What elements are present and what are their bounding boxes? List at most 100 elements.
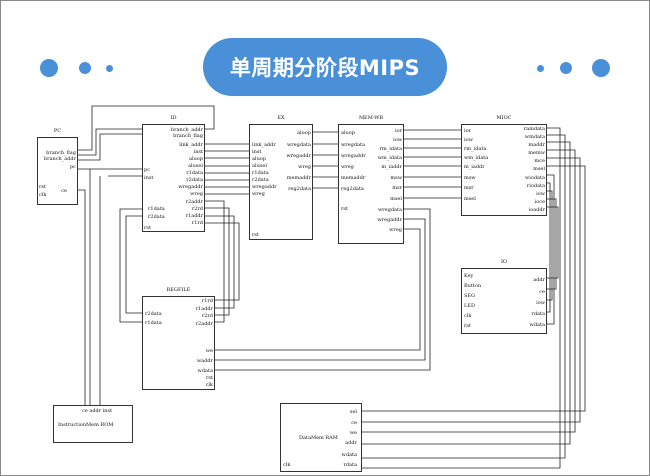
mioc-port-ioaddr: ioaddr [528, 207, 545, 213]
ex-port-wreg-in: wreg [252, 191, 265, 197]
mioc-block: MIOC ior iow rm_idata wm_idata m_iaddr m… [461, 115, 547, 216]
memwb-port-msel: msel [390, 196, 402, 202]
memwb-port-iow: iow [393, 137, 402, 143]
ram-title: DataMem RAM [299, 435, 338, 441]
io-port-button: Button [464, 283, 482, 289]
rom-title: InstructionMem ROM [58, 422, 114, 428]
id-port-r2addr: r2addr [185, 199, 203, 205]
regfile-port-r2data: r2data [145, 311, 162, 317]
ex-port-wregaddr-in: wregaddr [252, 184, 277, 190]
regfile-port-wdata: wdata [197, 368, 213, 374]
id-port-alusel: alusel [188, 163, 203, 169]
ex-block: EX link_addr inst aluop alusel r1data r2… [249, 115, 313, 240]
regfile-port-r1rd: r1rd [201, 298, 213, 304]
memwb-port-memaddr: memaddr [341, 175, 366, 181]
id-port-inst-out: inst [193, 149, 203, 155]
id-port-wregaddr: wregaddr [178, 184, 203, 190]
memwb-port-ior: ior [395, 128, 402, 134]
id-port-pc: pc [144, 167, 151, 173]
ram-port-wdata: wdata [341, 452, 357, 458]
mioc-port-maddr: maddr [528, 142, 545, 148]
ram-port-ce: ce [351, 420, 357, 426]
io-title: IO [500, 259, 508, 265]
io-port-seg: SEG [464, 293, 476, 299]
io-port-addr: addr [533, 277, 545, 283]
memwb-port-wregaddr-in: wregaddr [341, 153, 366, 159]
mioc-port-ior: ior [464, 128, 471, 134]
ex-port-memaddr: memaddr [286, 175, 311, 181]
regfile-port-we: we [205, 348, 213, 354]
ram-port-sel: sel [349, 409, 357, 415]
mioc-port-rm-idata: rm_idata [464, 146, 487, 152]
mioc-port-msw: msw [464, 175, 476, 181]
id-port-branch-flag: branch_flag [173, 133, 203, 139]
mioc-port-msel-out: msel [533, 166, 545, 172]
io-port-rst: rst [464, 323, 471, 329]
io-port-rdata: rdata [531, 311, 545, 317]
id-port-r1data-in: r1data [148, 206, 165, 212]
id-port-branch-addr: branch_addr [170, 127, 203, 133]
io-port-clk: clk [464, 313, 472, 319]
memwb-port-msr: msr [392, 185, 402, 191]
rom-ports: ce addr inst [82, 408, 113, 414]
regfile-port-waddr: waddr [196, 358, 213, 364]
rom-block: ce addr inst InstructionMem ROM [53, 405, 133, 443]
decor-dot-left-2 [79, 62, 91, 74]
mioc-port-wmdata: wmdata [524, 134, 545, 140]
decor-dot-right-3 [592, 59, 610, 77]
decor-dot-left-1 [40, 59, 58, 77]
ram-port-clk: clk [283, 462, 291, 468]
ex-title: EX [277, 115, 285, 121]
mioc-port-mce: mce [534, 158, 545, 164]
mioc-port-wiodata: wiodata [524, 175, 545, 181]
memwb-port-wreg-out: wreg [389, 227, 402, 233]
mioc-port-iow-out: iow [536, 191, 545, 197]
id-port-r2data-in: r2data [148, 214, 165, 220]
ex-port-aluop-in: aluop [252, 156, 267, 162]
regfile-port-r2addr: r2addr [195, 321, 213, 327]
ex-port-wregdata: wregdata [286, 142, 311, 148]
memwb-port-wregdata-out: wregdata [377, 207, 402, 213]
id-port-rst: rst [144, 225, 151, 231]
mioc-port-wm-idata: wm_idata [464, 155, 489, 161]
ram-port-addr: addr [345, 440, 357, 446]
mioc-port-memw: memw [528, 150, 545, 156]
mioc-port-iow-in: iow [464, 137, 473, 143]
ram-port-rdata: rdata [343, 462, 357, 468]
memwb-port-aluop: aluop [341, 130, 356, 136]
mioc-port-m-iaddr: m_iaddr [464, 164, 485, 170]
io-port-key: Key [464, 273, 474, 279]
id-port-link-addr: link_addr [179, 142, 203, 148]
mioc-port-ramdata: ramdata [523, 126, 545, 132]
io-block: IO Key Button SEG LED clk rst addr ce io… [461, 259, 547, 334]
decor-dot-left-3 [106, 65, 113, 72]
memwb-title: MEM-WB [358, 115, 384, 121]
mioc-port-msel-in: msel [464, 196, 476, 202]
io-port-led: LED [464, 303, 475, 309]
id-port-r2rd: r2rd [191, 206, 203, 212]
id-title: ID [170, 115, 177, 121]
ram-port-we: we [349, 430, 357, 436]
id-port-inst-in: inst [144, 175, 154, 181]
pc-port-branch-addr: branch_addr [43, 156, 76, 162]
pc-title: PC [53, 128, 62, 134]
id-port-r2data-out: r2data [186, 177, 203, 183]
memwb-port-wregaddr-out: wregaddr [377, 217, 402, 223]
id-port-r1addr: r1addr [185, 213, 203, 219]
ex-port-wreg-out: wreg [298, 164, 311, 170]
memwb-port-wregdata-in: wregdata [341, 142, 366, 148]
pc-port-clk: clk [39, 192, 47, 198]
memwb-block: MEM-WB aluop wregdata wregaddr wreg mema… [338, 115, 404, 244]
mioc-port-riodata: riodata [526, 183, 545, 189]
mioc-title: MIOC [496, 115, 512, 121]
ex-port-inst: inst [252, 149, 262, 155]
ex-port-reg2data: reg2data [288, 186, 311, 192]
mioc-port-ioce: ioce [534, 199, 545, 205]
id-port-r1data-out: r1data [186, 170, 203, 176]
ex-port-r2data: r2data [252, 177, 269, 183]
regfile-block: REGFILE r2data r1data r1rd r1addr r2rd r… [142, 287, 215, 390]
memwb-port-m-iaddr: m_iaddr [381, 164, 402, 170]
pc-port-ce: ce [61, 188, 67, 194]
regfile-port-r1addr: r1addr [195, 306, 213, 312]
